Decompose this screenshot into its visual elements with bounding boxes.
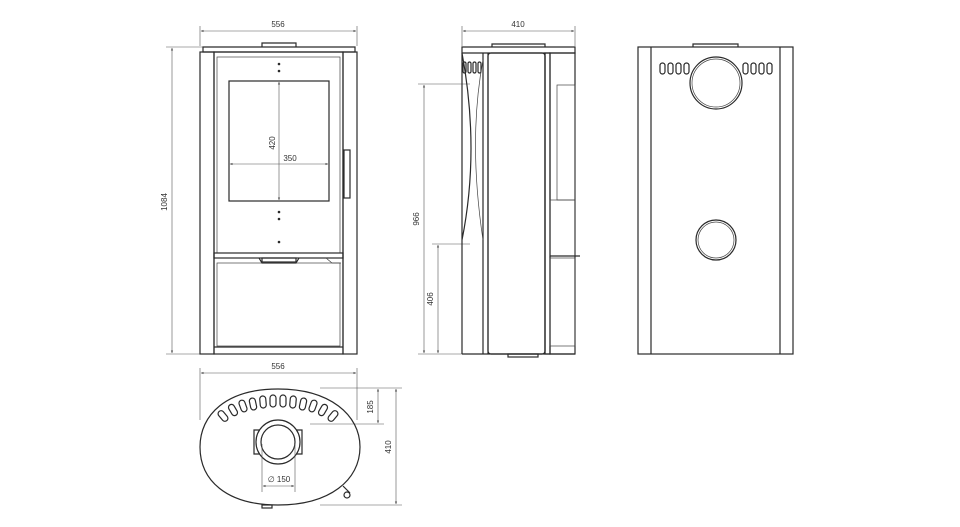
top-flue-outlet [255,419,301,465]
front-window [228,80,330,202]
top-view: 556 410 185 [199,362,402,509]
rear-air-intake [695,219,737,261]
side-depth-label: 410 [511,20,525,29]
outlet-offset-dimension: 185 [310,388,384,425]
side-view: 410 966 406 [412,20,580,358]
top-width-label: 556 [271,362,285,371]
front-width-label: 556 [271,20,285,29]
side-lower-height-label: 406 [426,292,435,306]
window-height-dimension: 420 [268,81,281,201]
window-width-label: 350 [283,154,297,163]
side-vent-slots [462,61,482,74]
window-width-dimension: 350 [229,154,329,166]
side-height-label: 966 [412,212,421,226]
side-depth-dimension: 410 [461,20,576,46]
top-view-outline [199,388,361,506]
outlet-diameter-label: ∅ 150 [268,475,291,484]
rear-top-outlet [689,56,743,110]
top-depth-label: 410 [384,440,393,454]
top-vent-slots [217,394,339,422]
front-width-dimension: 556 [199,20,358,46]
front-height-label: 1084 [160,193,169,211]
front-height-dimension: 1084 [160,46,210,355]
door-handle [343,149,351,199]
window-height-label: 420 [268,136,277,150]
outlet-offset-label: 185 [366,400,375,414]
side-lower-height-dimension: 406 [426,243,470,354]
top-depth-dimension: 410 [320,387,402,506]
rear-vent-slots-left [659,62,690,75]
rear-vent-slots-right [742,62,773,75]
rear-view [637,43,794,355]
top-width-dimension: 556 [199,362,358,420]
front-view: 556 1084 420 [160,20,358,355]
side-height-dimension: 966 [412,83,470,355]
outlet-diameter-dimension: ∅ 150 [261,444,296,492]
